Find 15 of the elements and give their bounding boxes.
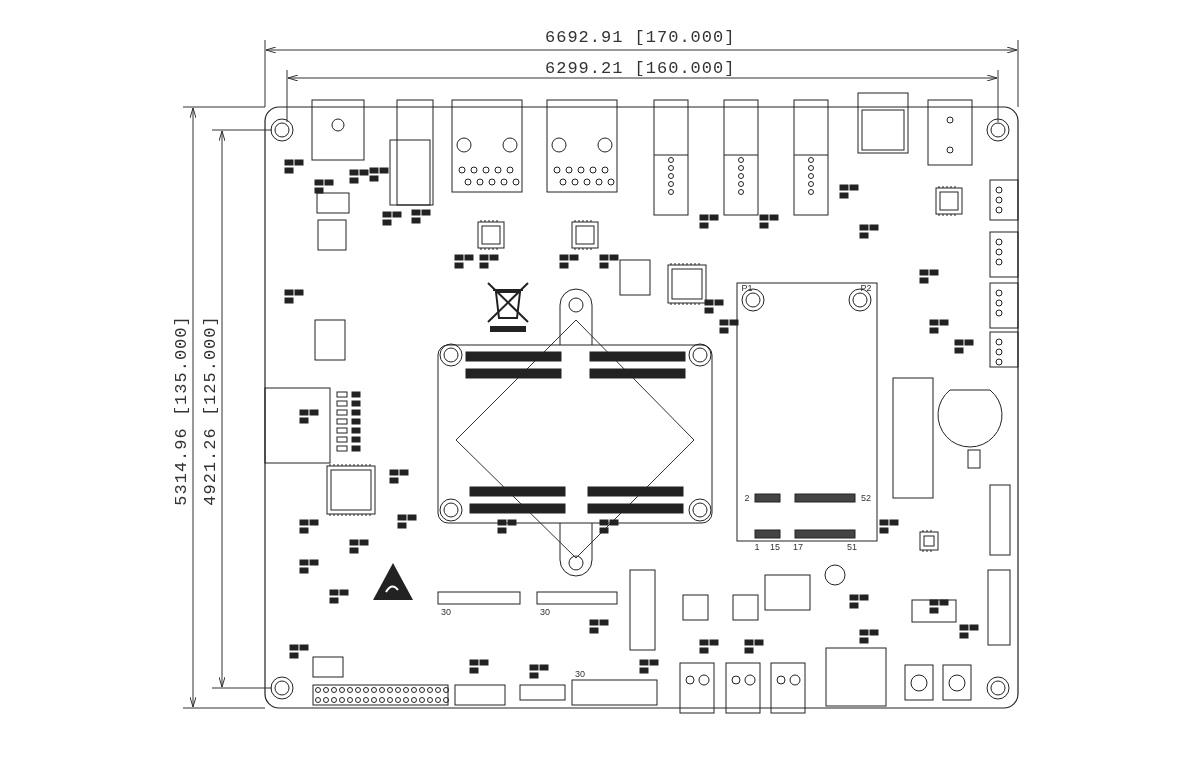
pin-number: 30 (575, 669, 585, 679)
pin-number: 1 (754, 542, 760, 552)
dimension-label: 5314.96 [135.000] (172, 314, 190, 506)
pin-number: 30 (441, 607, 451, 617)
pin-number: 17 (793, 542, 803, 552)
pin-number: 15 (770, 542, 780, 552)
reference-label: P2 (860, 283, 872, 293)
pin-number: 51 (847, 542, 857, 552)
pin-number: 2 (744, 493, 750, 503)
dimension-label: 6692.91 [170.000] (545, 28, 736, 46)
dimension-label: 6299.21 [160.000] (545, 59, 736, 77)
dimension-label: 4921.26 [125.000] (201, 314, 219, 506)
pin-number: 52 (861, 493, 871, 503)
pin-number: 30 (540, 607, 550, 617)
reference-label: P1 (741, 283, 753, 293)
